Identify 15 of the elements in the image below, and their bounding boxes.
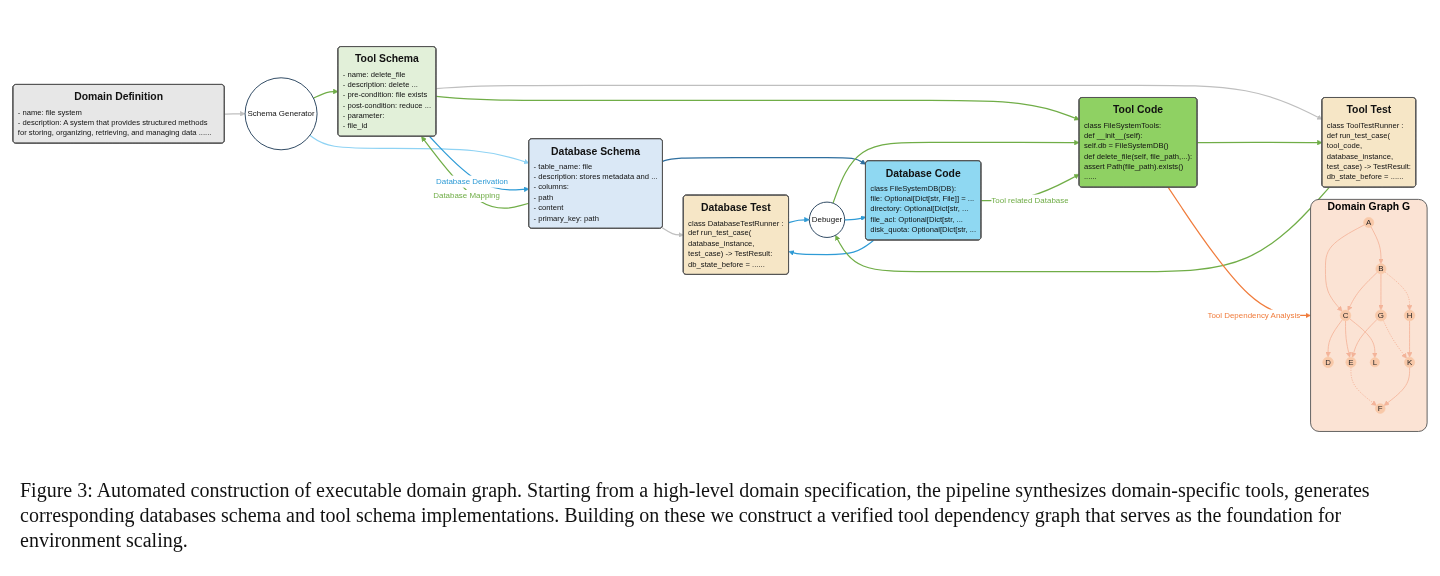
arrow: [429, 135, 530, 193]
arrow: [1196, 139, 1323, 146]
arrow: [421, 136, 530, 209]
arrow: [435, 95, 1080, 121]
arrow: [788, 217, 810, 224]
arrow: [835, 186, 1330, 273]
arrow: [788, 239, 875, 256]
arrow: [662, 156, 866, 165]
caption: Figure 3: Automated construction of executable domain graph. Starting from a high-level domain specification, the pipeline synthesizes domain-specific tools, generates corresponding databases schema and tool schema implementations. Building on these we construct a verified tool dependency graph that serves as the foundation for environment scaling.: [20, 478, 1371, 553]
arrow: [312, 88, 339, 99]
arrow: [309, 134, 530, 165]
arrow: [224, 111, 246, 117]
arrow: [435, 84, 1323, 120]
arrow: [661, 227, 684, 238]
arrow: [844, 215, 866, 221]
